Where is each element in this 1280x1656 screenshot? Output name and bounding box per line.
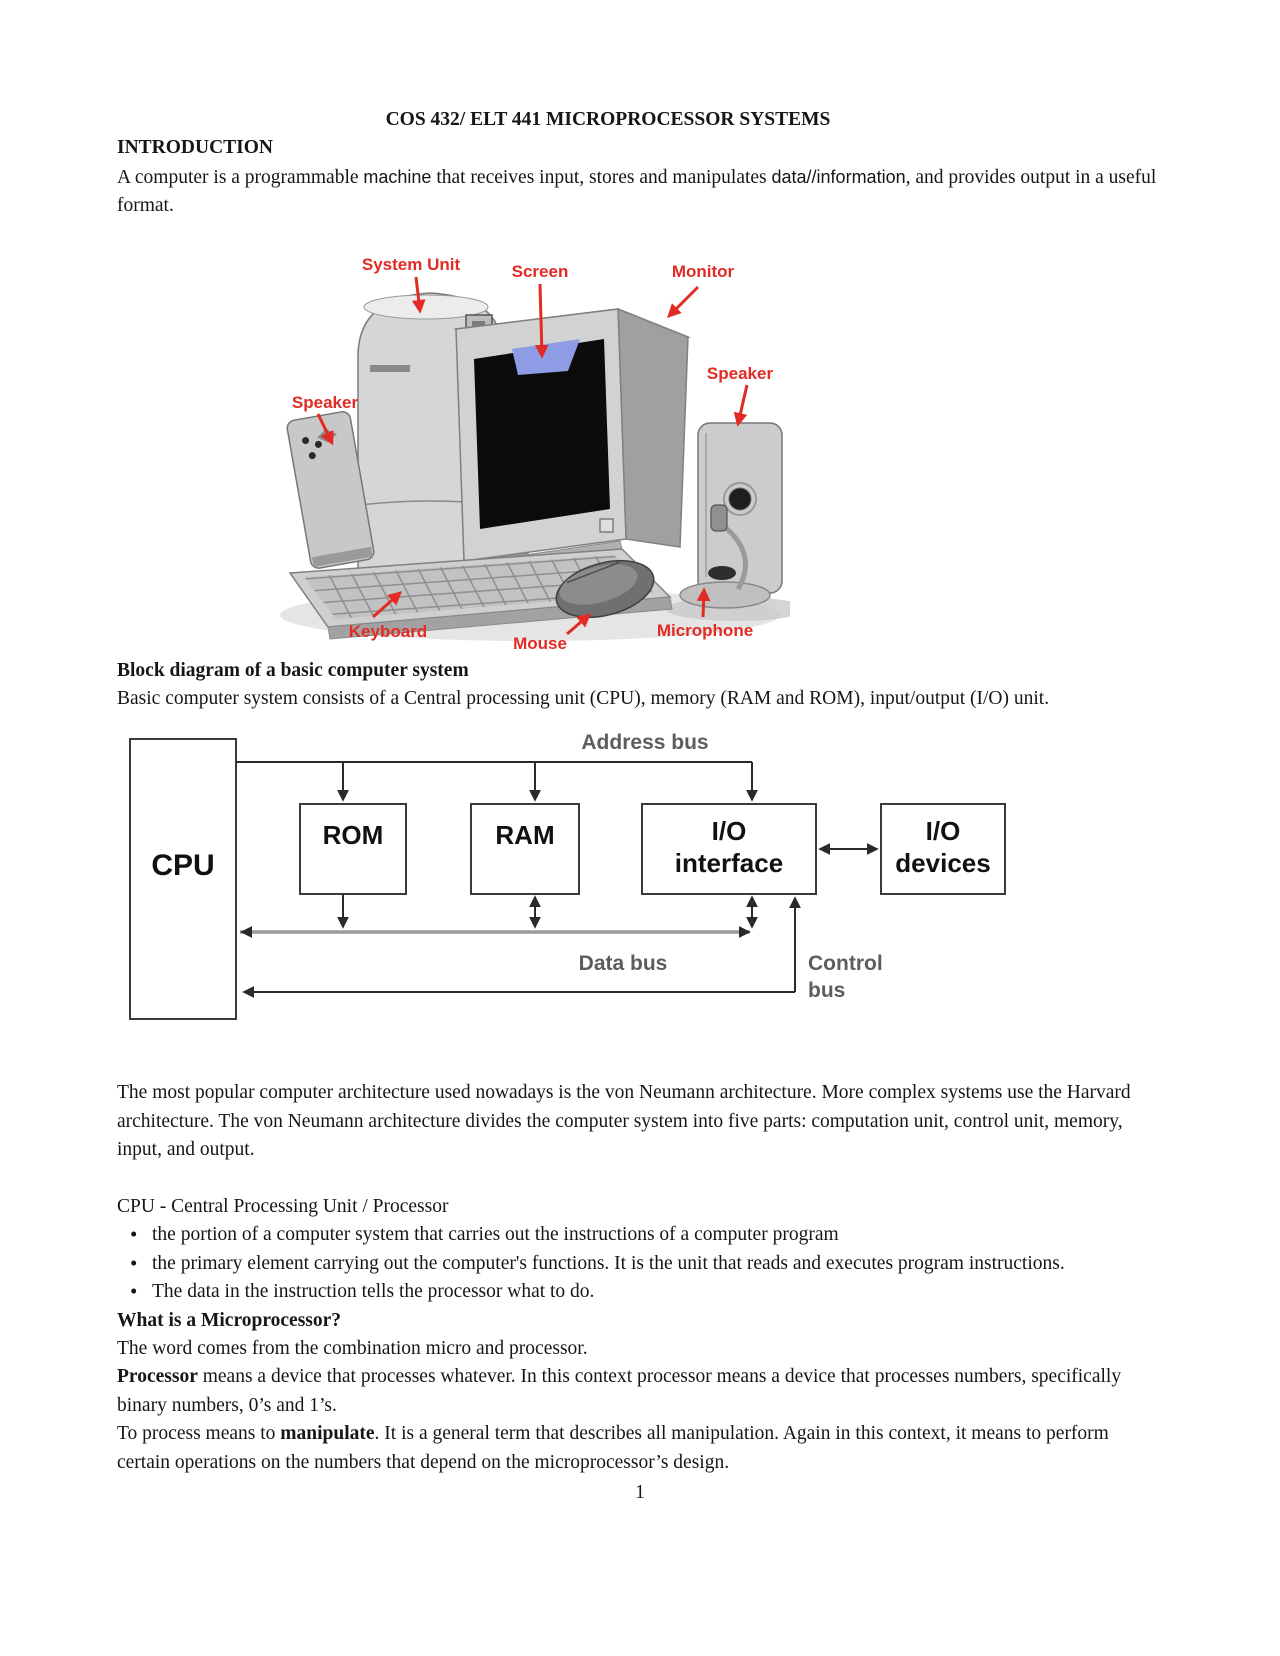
address-bus-lines [236, 761, 758, 803]
processor-text: means a device that processes whatever. … [117, 1366, 1122, 1416]
label-system-unit: System Unit [362, 255, 461, 274]
control-bus-label-1: Control [808, 952, 883, 975]
cpu-section-heading: CPU - Central Processing Unit / Processo… [117, 1196, 449, 1218]
microprocessor-p1: The word comes from the combination micr… [117, 1338, 588, 1360]
label-speaker-right: Speaker [707, 364, 774, 383]
control-bus-lines [242, 896, 801, 999]
intro-text: , and provides output in a useful format… [117, 166, 1157, 217]
figure-arrows [316, 276, 749, 635]
rom-label: ROM [323, 820, 384, 850]
screen [474, 338, 610, 529]
architecture-paragraph: The most popular computer architecture u… [117, 1082, 1131, 1161]
intro-text-machine: machine [363, 166, 432, 187]
arrow-monitor [667, 285, 700, 318]
figure-labels: System Unit Screen Monitor Speaker Speak… [292, 255, 774, 653]
arrow-screen [534, 283, 549, 359]
cpu-bullet-2: the primary element carrying out the com… [117, 1249, 1163, 1278]
label-microphone: Microphone [657, 621, 753, 640]
intro-text: that receives input, stores and manipula… [431, 166, 772, 188]
processor-paragraph: Processor means a device that processes … [117, 1363, 1163, 1420]
page-title: COS 432/ ELT 441 MICROPROCESSOR SYSTEMS [385, 109, 831, 130]
block-diagram-figure: CPU ROM RAM I/O interface I/O devices Ad… [118, 727, 1018, 1027]
monitor-button [599, 518, 614, 533]
mouse [555, 559, 655, 618]
arrow-mouse [566, 612, 592, 635]
arrow-system-unit [411, 276, 426, 314]
block-diagram-intro: Basic computer system consists of a Cent… [117, 688, 1050, 710]
cpu-bullet-1: the portion of a computer system that ca… [117, 1220, 1163, 1249]
ram-label: RAM [495, 820, 554, 850]
manipulate-text: To process means to [117, 1423, 281, 1445]
computer-system-figure: System Unit Screen Monitor Speaker Speak… [270, 237, 790, 657]
io-interface-box [641, 803, 817, 896]
right-speaker [697, 421, 783, 594]
introduction-paragraph: A computer is a programmable machine tha… [117, 163, 1163, 221]
manipulate-text: . It is a general term that describes al… [117, 1423, 1109, 1473]
manipulate-paragraph: To process means to manipulate. It is a … [117, 1420, 1163, 1477]
intro-text-data-information: data//information [771, 166, 906, 187]
control-bus-label-2: bus [808, 979, 845, 1002]
io-devices-label-2: devices [895, 848, 990, 878]
data-bus-label: Data bus [579, 952, 668, 975]
introduction-heading: INTRODUCTION [117, 137, 274, 159]
rom-box [299, 803, 407, 896]
intro-text: A computer is a programmable [117, 166, 364, 188]
io-interface-label-1: I/O [712, 816, 747, 846]
label-keyboard: Keyboard [349, 622, 427, 641]
io-devices-box [880, 803, 1006, 896]
io-devices-label-1: I/O [926, 816, 961, 846]
label-screen: Screen [512, 262, 569, 281]
io-interface-label-2: interface [675, 848, 783, 878]
arrow-speaker-right [733, 384, 749, 427]
monitor [453, 307, 691, 586]
ram-box [470, 803, 580, 896]
cpu-box [129, 738, 237, 1021]
label-speaker-left: Speaker [292, 393, 359, 412]
document-content: COS 432/ ELT 441 MICROPROCESSOR SYSTEMS … [0, 0, 1280, 1508]
drive-slot [370, 364, 410, 372]
arrow-microphone [696, 586, 711, 617]
manipulate-bold: manipulate [280, 1423, 375, 1445]
address-bus-label: Address bus [581, 731, 708, 754]
cpu-label: CPU [151, 849, 214, 882]
processor-bold: Processor [117, 1366, 198, 1388]
label-mouse: Mouse [513, 634, 567, 653]
block-diagram: CPU ROM RAM I/O interface I/O devices Ad… [129, 731, 1006, 1021]
page-number: 1 [635, 1482, 645, 1504]
cpu-bullet-3: The data in the instruction tells the pr… [117, 1277, 1163, 1306]
label-monitor: Monitor [672, 262, 735, 281]
arrow-speaker-left [316, 412, 334, 446]
block-diagram-heading: Block diagram of a basic computer system [117, 659, 469, 681]
microprocessor-heading: What is a Microprocessor? [117, 1309, 342, 1331]
data-bus-lines [240, 894, 758, 939]
computer-illustration: System Unit Screen Monitor Speaker Speak… [280, 255, 790, 653]
arrow-keyboard [372, 590, 403, 618]
